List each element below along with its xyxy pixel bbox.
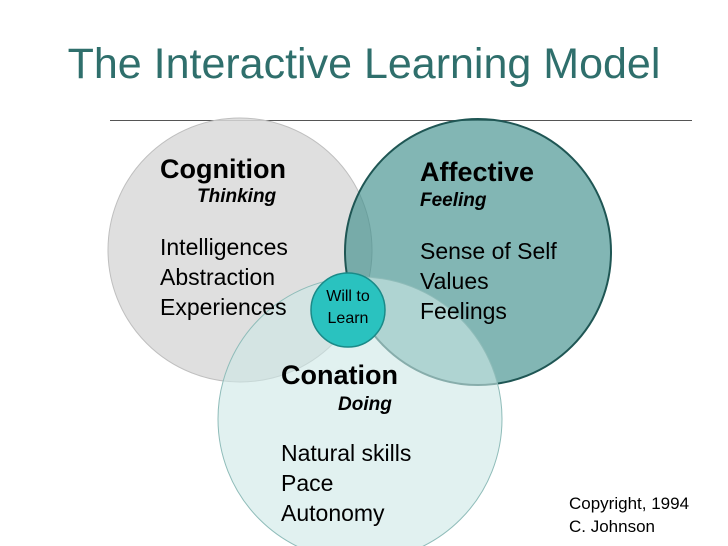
- list-item: Natural skills: [281, 440, 412, 466]
- copyright-notice: Copyright, 1994 C. Johnson: [569, 492, 689, 538]
- will-to-learn-label: Will to Learn: [310, 286, 386, 330]
- conation-items: Natural skills Pace Autonomy: [281, 438, 411, 528]
- conation-heading: Conation: [281, 360, 398, 390]
- list-item: Values: [420, 268, 489, 294]
- cognition-subheading: Thinking: [197, 186, 277, 207]
- cognition-heading: Cognition: [160, 154, 286, 184]
- list-item: Abstraction: [160, 264, 276, 290]
- center-line-2: Learn: [327, 310, 369, 327]
- list-item: Autonomy: [281, 500, 385, 526]
- list-item: Feelings: [420, 298, 507, 324]
- copyright-line-2: C. Johnson: [569, 517, 655, 536]
- copyright-line-1: Copyright, 1994: [569, 494, 690, 513]
- title-divider: [110, 120, 692, 121]
- affective-heading: Affective: [420, 157, 535, 187]
- conation-subheading: Doing: [338, 394, 392, 415]
- center-line-1: Will to: [326, 288, 370, 305]
- affective-items: Sense of Self Values Feelings: [420, 236, 557, 326]
- page-title: The Interactive Learning Model: [67, 40, 661, 88]
- list-item: Sense of Self: [420, 238, 557, 264]
- affective-subheading: Feeling: [420, 190, 487, 211]
- cognition-items: Intelligences Abstraction Experiences: [160, 232, 288, 322]
- list-item: Pace: [281, 470, 334, 496]
- will-to-learn-circle: [310, 272, 386, 348]
- list-item: Experiences: [160, 294, 287, 320]
- list-item: Intelligences: [160, 234, 288, 260]
